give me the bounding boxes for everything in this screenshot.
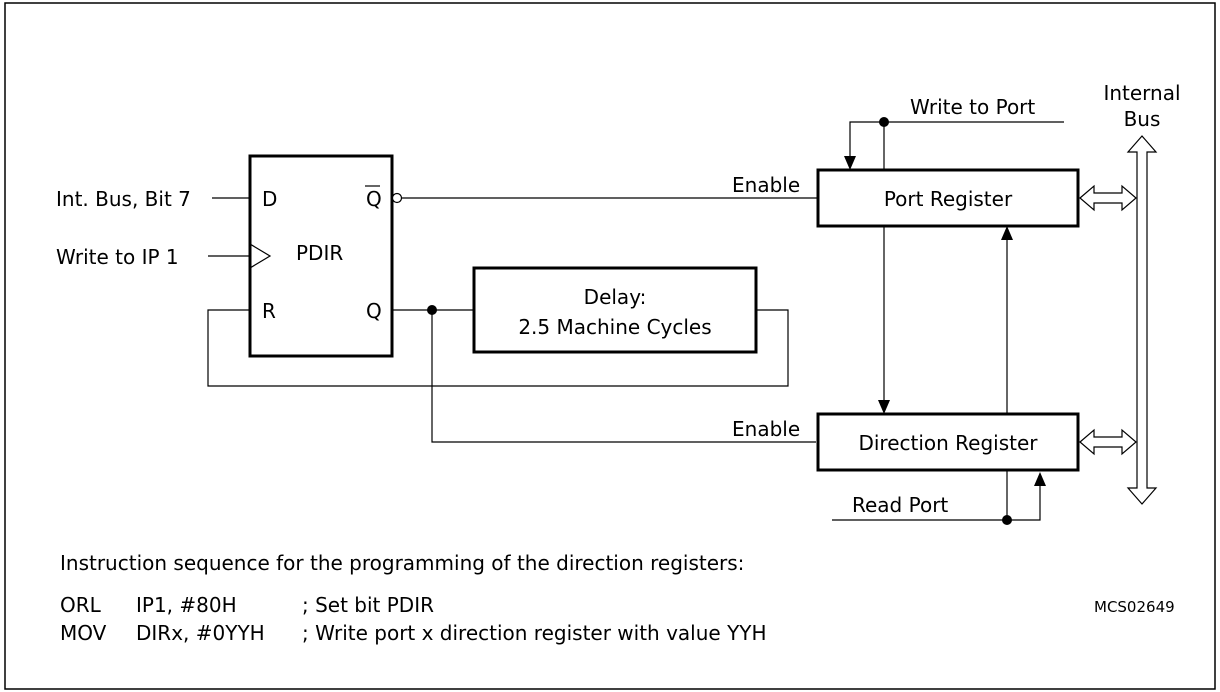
figure-border [4,2,1216,690]
int-bus-bit7-label: Int. Bus, Bit 7 [56,187,191,211]
pin-qbar-label: Q [366,187,382,211]
instruction-op: ORL [60,593,102,617]
clock-input-icon [249,243,272,269]
q-to-direction-enable-line [431,310,816,443]
direction-register [816,412,1080,472]
direction-enable-label: Enable [732,417,800,441]
read-port-branch [1007,484,1041,521]
instruction-args: DIRx, #0YYH [136,621,265,645]
pdir-label: PDIR [296,241,343,265]
port-enable-label: Enable [732,173,800,197]
direction-register-label: Direction Register [858,431,1038,455]
internal-bus-arrow-icon [1126,135,1158,505]
delay-box [472,266,758,354]
write-to-port-branch [849,121,884,160]
arrow-down-icon [878,400,890,414]
read-port-label: Read Port [852,493,948,517]
write-to-port-label: Write to Port [910,95,1035,119]
instruction-op: MOV [60,621,107,645]
block-diagram: D R Q Q PDIR Int. Bus, Bit 7 Write to IP… [4,2,1216,690]
delay-feedback-line [207,309,789,387]
arrow-down-icon [844,156,856,170]
inversion-bubble-icon [391,192,403,204]
port-register [816,168,1080,228]
instruction-comment: ; Set bit PDIR [302,593,434,617]
port-bus-bidirectional-arrow-icon [1079,184,1137,212]
instruction-args: IP1, #80H [136,593,237,617]
instruction-comment: ; Write port x direction register with v… [302,621,767,645]
internal-bus-label-2: Bus [1124,107,1161,131]
write-to-ip1-label: Write to IP 1 [56,245,179,269]
internal-bus-label-1: Internal [1103,81,1180,105]
arrow-up-icon [1034,472,1046,486]
arrow-up-icon [1001,226,1013,240]
pin-q-label: Q [366,299,382,323]
delay-line2: 2.5 Machine Cycles [518,315,711,339]
pin-d-label: D [262,187,277,211]
pin-r-label: R [262,299,276,323]
pdir-flipflop [248,154,394,358]
instructions-heading: Instruction sequence for the programming… [60,551,744,575]
direction-bus-bidirectional-arrow-icon [1079,428,1137,456]
delay-line1: Delay: [584,285,647,309]
figure-id: MCS02649 [1094,598,1175,616]
port-register-label: Port Register [884,187,1013,211]
diagram-frame: D R Q Q PDIR Int. Bus, Bit 7 Write to IP… [4,2,1216,690]
